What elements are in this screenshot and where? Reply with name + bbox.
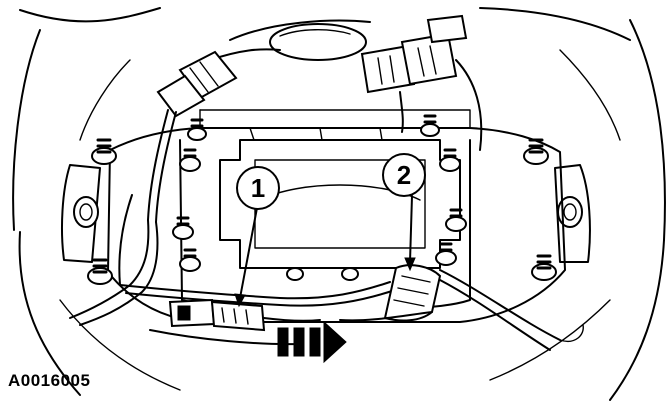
- stud: [91, 138, 117, 165]
- disconnect-direction-arrow: [277, 320, 347, 364]
- upper-left-connector: [147, 50, 238, 223]
- upper-right-connector: [360, 14, 483, 151]
- stud: [187, 118, 207, 141]
- stud: [172, 216, 194, 240]
- callout-leaders: [234, 195, 416, 308]
- callout-1-number: 1: [251, 173, 265, 203]
- stud: [179, 248, 201, 272]
- stud: [523, 138, 549, 165]
- right-mounting-boss: [554, 164, 591, 263]
- mounting-studs: [87, 114, 557, 285]
- callout-2-number: 2: [397, 160, 411, 190]
- figure-id-label: A0016005: [8, 371, 91, 390]
- steering-wheel-outline: [12, 7, 666, 401]
- stud: [439, 148, 461, 172]
- clock-spring-hub: [209, 19, 371, 61]
- stud: [445, 208, 467, 232]
- stud: [420, 114, 440, 137]
- callout-1: 1: [236, 166, 280, 210]
- airbag-inline-connector: [168, 298, 321, 332]
- left-mounting-boss: [61, 164, 101, 263]
- stud: [435, 242, 457, 266]
- stud: [179, 148, 201, 172]
- callout-2: 2: [382, 153, 426, 197]
- stud: [87, 258, 113, 285]
- stud: [531, 254, 557, 281]
